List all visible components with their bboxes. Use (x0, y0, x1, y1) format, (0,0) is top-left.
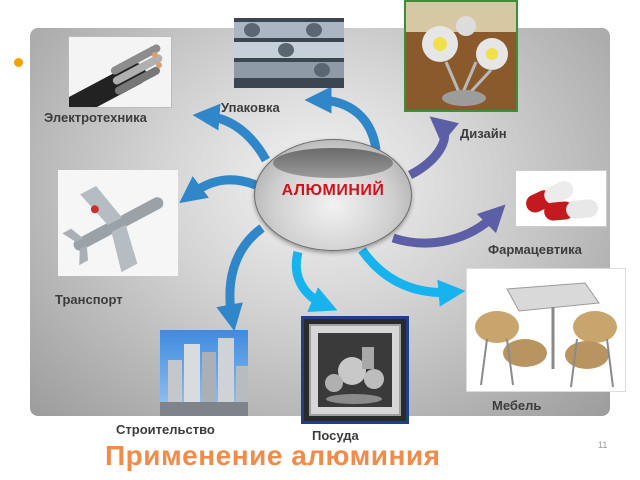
arrow-construction (216, 224, 265, 332)
arrow-pharma (391, 204, 506, 248)
foil-flowers-photo (404, 0, 518, 112)
label-electrotechnics: Электротехника (44, 110, 147, 125)
label-pharma: Фармацевтика (488, 242, 582, 257)
label-construction: Строительство (116, 422, 215, 437)
arrow-design (407, 116, 460, 180)
arrow-packaging (304, 86, 381, 151)
center-gloss (273, 148, 393, 178)
arrow-tableware (291, 250, 338, 312)
slide-title: Применение алюминия (105, 440, 441, 471)
label-packaging: Упаковка (221, 100, 280, 115)
buildings-photo (160, 330, 248, 416)
cable-photo (68, 36, 172, 108)
label-furniture: Мебель (492, 398, 542, 413)
arrow-electrotechnics (192, 103, 270, 163)
arrow-furniture (358, 247, 466, 307)
slide-bullet (14, 58, 23, 67)
label-transport: Транспорт (55, 292, 123, 307)
label-tableware: Посуда (312, 428, 359, 443)
metal-table-chairs-photo (466, 268, 626, 392)
airplane-photo (58, 170, 178, 276)
page-number: 11 (598, 440, 608, 450)
label-design: Дизайн (460, 126, 507, 141)
arrow-transport (179, 175, 258, 204)
aluminium-rolls-photo (234, 18, 344, 88)
capsules-photo (515, 170, 607, 227)
center-node: АЛЮМИНИЙ (254, 139, 412, 251)
center-label: АЛЮМИНИЙ (281, 182, 385, 199)
cookware-photo (301, 316, 409, 424)
